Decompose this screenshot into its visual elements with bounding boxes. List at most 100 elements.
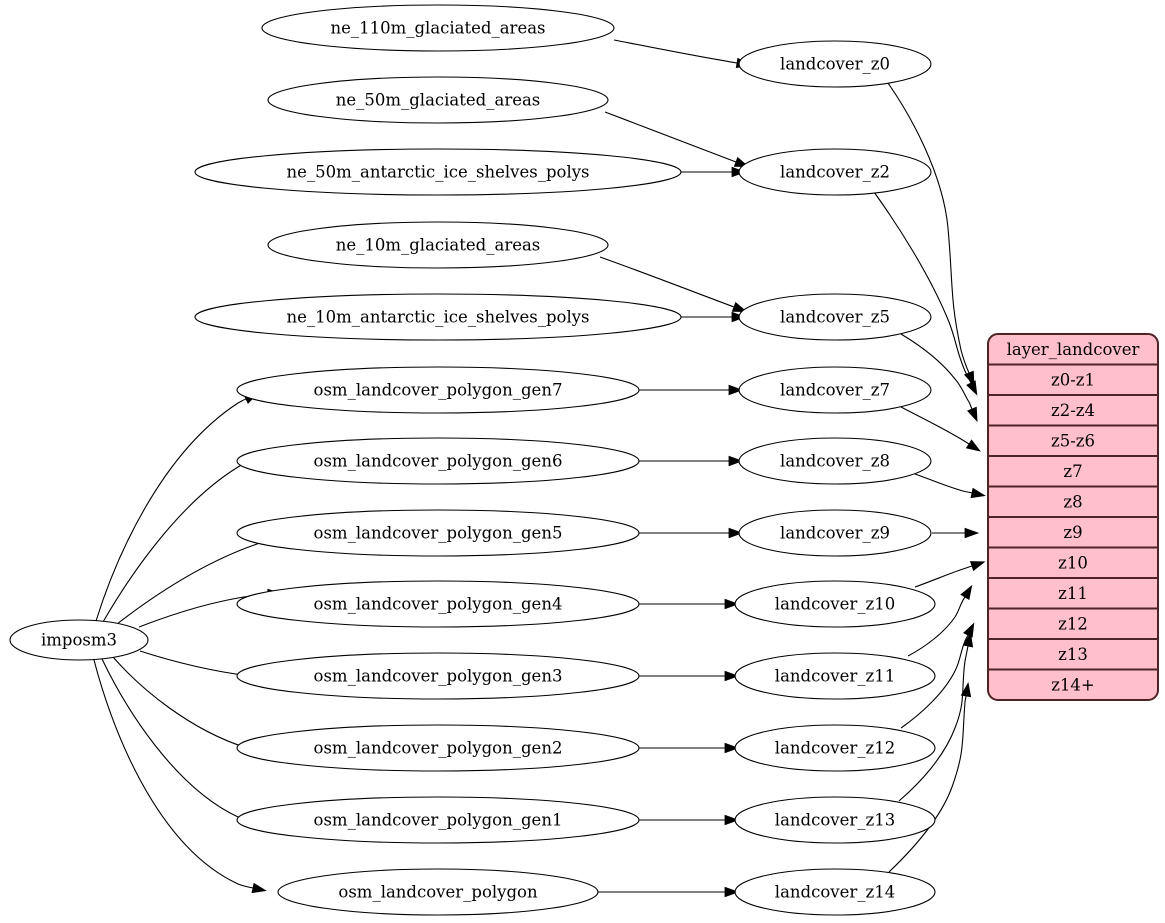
arrow-head-icon [970,487,986,499]
node-label: landcover_z2 [780,163,890,182]
node-label: landcover_z12 [775,739,895,758]
node-label: ne_110m_glaciated_areas [330,19,545,38]
node-ne_50m_glaciated_areas[interactable]: ne_50m_glaciated_areas [267,76,609,124]
edge-osm_landcover_polygon_gen6-to-landcover_z8 [639,455,744,467]
node-ne_10m_glaciated_areas[interactable]: ne_10m_glaciated_areas [267,221,609,269]
table-row-z7[interactable] [988,456,1158,487]
arrow-head-icon [969,561,986,572]
edge-landcover_z13-to-row_z13 [898,632,974,802]
arrow-head-icon [728,455,744,467]
node-label: landcover_z14 [775,883,895,902]
table-row-z10[interactable] [988,547,1158,579]
layer-landcover-table: layer_landcoverz0-z1z2-z4z5-z6z7z8z9z10z… [987,333,1159,701]
node-shape [194,148,682,196]
edge-path [900,333,973,410]
node-label: imposm3 [41,631,117,650]
node-shape [194,293,682,341]
edge-landcover_z10-to-row_z10 [914,561,986,588]
node-label: landcover_z9 [780,524,890,543]
table-header-label: layer_landcover [1007,340,1140,359]
node-landcover_z8[interactable]: landcover_z8 [738,437,932,485]
arrow-head-icon [728,527,744,539]
table-row-label-z9: z9 [1063,523,1082,542]
node-label: ne_10m_antarctic_ice_shelves_polys [286,308,589,327]
arrow-head-icon [965,439,981,452]
node-osm_landcover_polygon_gen3[interactable]: osm_landcover_polygon_gen3 [236,652,640,700]
node-shape [738,40,932,88]
table-row-z9[interactable] [988,517,1158,548]
node-shape [734,868,936,916]
arrow-head-icon [724,670,740,682]
node-shape [236,652,640,700]
node-landcover_z5[interactable]: landcover_z5 [738,293,932,341]
node-osm_landcover_polygon_gen7[interactable]: osm_landcover_polygon_gen7 [236,366,640,414]
node-landcover_z11[interactable]: landcover_z11 [734,652,936,700]
node-ne_50m_antarctic_ice_shelves_polys[interactable]: ne_50m_antarctic_ice_shelves_polys [194,148,682,196]
edge-landcover_z8-to-row_z8 [914,473,986,499]
edge-path [900,406,970,445]
node-osm_landcover_polygon_gen6[interactable]: osm_landcover_polygon_gen6 [236,437,640,485]
node-osm_landcover_polygon_gen1[interactable]: osm_landcover_polygon_gen1 [236,796,640,844]
arrow-head-icon [964,527,980,539]
edge-path [914,565,973,588]
edge-landcover_z9-to-row_z9 [932,527,980,539]
edge-path [907,596,966,657]
table-row-z5-z6[interactable] [988,425,1158,457]
node-label: osm_landcover_polygon_gen3 [314,667,563,686]
table-row-z8[interactable] [988,486,1158,518]
edge-path [873,191,972,384]
node-ne_110m_glaciated_areas[interactable]: ne_110m_glaciated_areas [261,4,615,52]
node-shape [734,580,936,628]
edge-osm_landcover_polygon_gen5-to-landcover_z9 [639,527,744,539]
table-row-z14+[interactable] [988,669,1158,701]
node-osm_landcover_polygon[interactable]: osm_landcover_polygon [277,868,599,916]
node-ne_10m_antarctic_ice_shelves_polys[interactable]: ne_10m_antarctic_ice_shelves_polys [194,293,682,341]
node-shape [738,509,932,557]
node-shape [236,580,640,628]
node-label: ne_10m_glaciated_areas [336,236,541,255]
arrow-head-icon [960,584,973,601]
node-osm_landcover_polygon_gen4[interactable]: osm_landcover_polygon_gen4 [236,580,640,628]
table-row-z13[interactable] [988,639,1158,670]
table-rows: layer_landcoverz0-z1z2-z4z5-z6z7z8z9z10z… [988,334,1158,700]
table-row-label-z8: z8 [1063,492,1082,511]
node-landcover_z12[interactable]: landcover_z12 [734,724,936,772]
table-row-label-z0-z1: z0-z1 [1051,370,1095,389]
node-landcover_z2[interactable]: landcover_z2 [738,148,932,196]
arrow-head-icon [962,632,974,648]
edge-osm_landcover_polygon_gen1-to-landcover_z13 [639,814,740,826]
node-landcover_z7[interactable]: landcover_z7 [738,366,932,414]
edge-landcover_z11-to-row_z11 [907,584,973,657]
edge-path [887,82,970,374]
node-osm_landcover_polygon_gen5[interactable]: osm_landcover_polygon_gen5 [236,509,640,557]
table-row-z2-z4[interactable] [988,395,1158,426]
node-shape [261,4,615,52]
edge-path [888,695,967,873]
node-label: landcover_z8 [780,452,890,471]
node-label: landcover_z0 [780,55,890,74]
node-osm_landcover_polygon_gen2[interactable]: osm_landcover_polygon_gen2 [236,724,640,772]
node-label: landcover_z10 [775,595,895,614]
node-landcover_z10[interactable]: landcover_z10 [734,580,936,628]
arrow-head-icon [251,882,267,894]
node-landcover_z0[interactable]: landcover_z0 [738,40,932,88]
node-landcover_z14[interactable]: landcover_z14 [734,868,936,916]
arrow-head-icon [728,384,744,396]
table-row-z11[interactable] [988,578,1158,609]
node-label: ne_50m_antarctic_ice_shelves_polys [286,163,589,182]
table-border [987,333,1159,701]
arrow-head-icon [724,814,740,826]
node-imposm3[interactable]: imposm3 [9,619,149,661]
table-row-z12[interactable] [988,608,1158,640]
node-label: landcover_z11 [775,667,895,686]
node-shape [734,724,936,772]
node-landcover_z9[interactable]: landcover_z9 [738,509,932,557]
edge-path [914,473,973,494]
node-landcover_z13[interactable]: landcover_z13 [734,796,936,844]
table-row-z0-z1[interactable] [988,364,1158,396]
edge-path [95,398,247,622]
edge-ne_10m_glaciated_areas-to-landcover_z5 [599,256,748,312]
node-shape [734,652,936,700]
arrow-head-icon [724,742,740,754]
